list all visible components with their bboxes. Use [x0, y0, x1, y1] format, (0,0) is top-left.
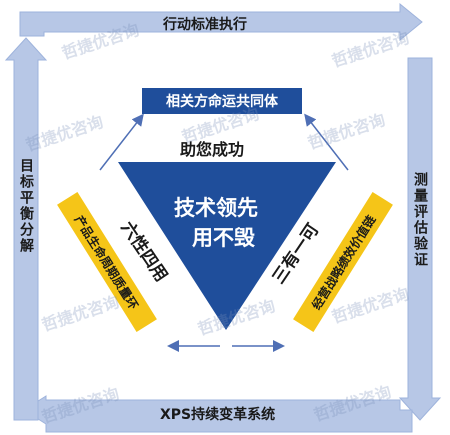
- loop-label-bottom: XPS持续变革系统: [160, 407, 276, 423]
- loop-arrow-left: [4, 37, 48, 421]
- loop-label-left: 目标平衡分解: [18, 158, 34, 254]
- loop-arrow-right: [398, 57, 442, 421]
- triangle-text-2: 用不毁: [192, 226, 255, 250]
- loop-label-top: 行动标准执行: [163, 17, 247, 33]
- arrow-upper-right: [304, 113, 349, 171]
- center-triangle: [118, 162, 336, 330]
- arrow-upper-left: [99, 113, 144, 171]
- subtitle: 助您成功: [180, 140, 245, 159]
- loop-arrow-top: [19, 2, 423, 42]
- stakeholder-box: 相关方命运共同体: [142, 88, 302, 114]
- loop-label-right: 测量评估验证: [412, 172, 428, 268]
- triangle-text-1: 技术领先: [174, 196, 258, 220]
